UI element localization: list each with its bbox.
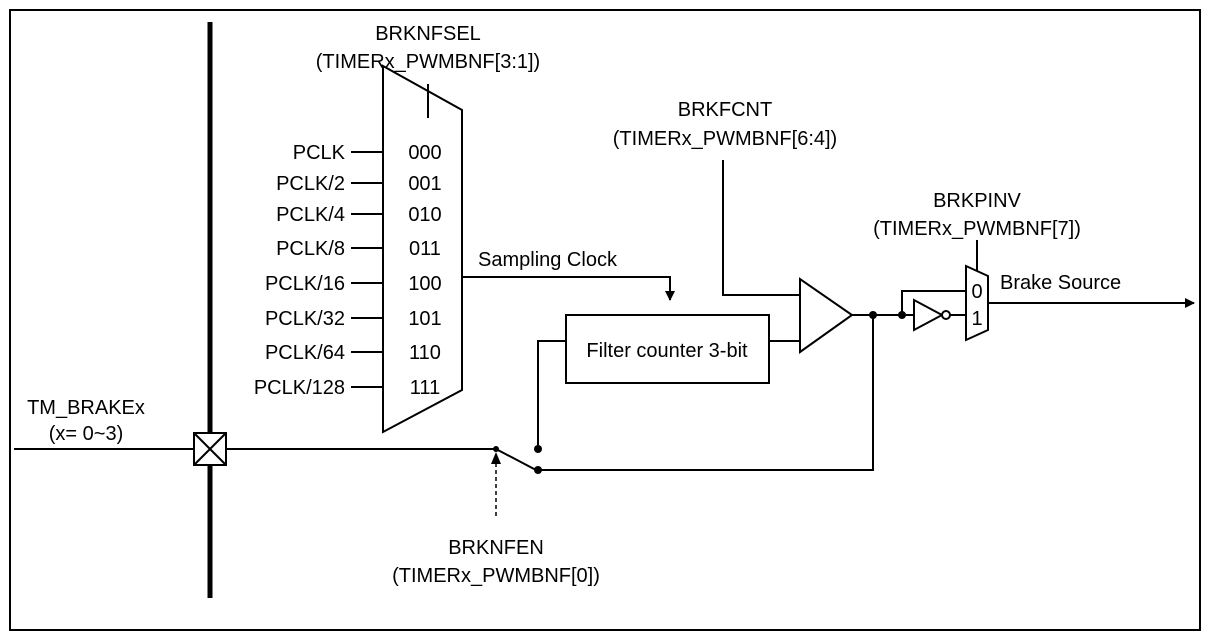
clock-select-code: 101	[408, 308, 441, 330]
clock-input-label: PCLK/128	[254, 377, 345, 399]
inversion-mux-input-1-label: 1	[971, 308, 982, 330]
bypass-path-line	[538, 315, 874, 471]
filter-counter-box	[565, 314, 770, 384]
inverter-bubble	[941, 310, 951, 320]
brkfcnt-register-label: (TIMERx_PWMBNF[6:4])	[613, 128, 837, 150]
brkfcnt-line	[722, 160, 800, 296]
brknfen-arrow-head	[491, 452, 501, 464]
brake-source-label: Brake Source	[1000, 272, 1121, 294]
brkfcnt-label: BRKFCNT	[678, 99, 772, 121]
clock-select-code: 000	[408, 142, 441, 164]
clock-input-label: PCLK/32	[265, 308, 345, 330]
inverter-triangle	[913, 298, 945, 332]
clock-select-code: 011	[409, 238, 441, 260]
filter-counter-label: Filter counter 3-bit	[586, 340, 748, 362]
tm-brake-range-label: (x= 0~3)	[49, 423, 123, 445]
clock-input-label: PCLK/2	[276, 173, 345, 195]
mux-input-0-line	[901, 290, 966, 315]
clock-input-label: PCLK/64	[265, 342, 345, 364]
brknfen-label: BRKNFEN	[448, 537, 544, 559]
clock-select-code: 111	[410, 377, 440, 399]
clock-input-label: PCLK	[293, 142, 346, 164]
inversion-mux	[965, 264, 989, 342]
brkpinv-label: BRKPINV	[933, 190, 1021, 212]
clock-select-mux	[382, 64, 463, 434]
tm-brake-label: TM_BRAKEx	[27, 397, 145, 419]
clock-select-code: 010	[408, 204, 441, 226]
bus-connect-cross-b	[193, 432, 227, 466]
filter-comparator	[799, 277, 854, 354]
brknfsel-register-label: (TIMERx_PWMBNF[3:1])	[316, 51, 540, 73]
clock-select-code: 110	[409, 342, 441, 364]
clock-select-code: 001	[408, 173, 441, 195]
clock-select-code: 100	[408, 273, 441, 295]
sampling-clock-line	[462, 276, 675, 301]
filter-path-line	[537, 340, 566, 449]
clock-input-label: PCLK/4	[276, 204, 345, 226]
brknfen-register-label: (TIMERx_PWMBNF[0])	[392, 565, 600, 587]
clock-input-label: PCLK/16	[265, 273, 345, 295]
brkpinv-register-label: (TIMERx_PWMBNF[7])	[873, 218, 1081, 240]
diagram-frame	[9, 9, 1201, 631]
clock-input-label: PCLK/8	[276, 238, 345, 260]
inversion-mux-input-0-label: 0	[971, 281, 982, 303]
sampling-clock-label: Sampling Clock	[478, 249, 618, 271]
brknfsel-label: BRKNFSEL	[375, 23, 481, 45]
switch-blade	[495, 448, 537, 471]
